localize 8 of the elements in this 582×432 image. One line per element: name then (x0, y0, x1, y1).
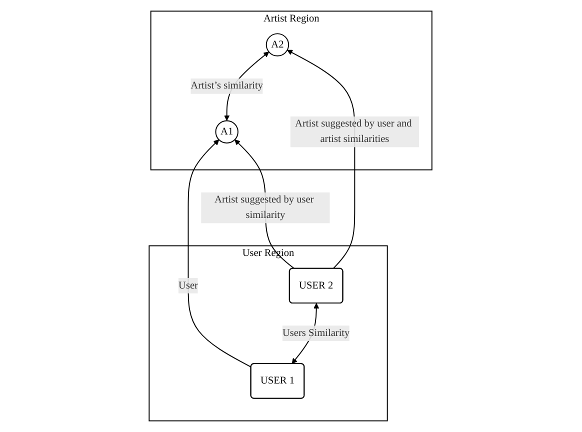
edge-label: Artist suggested by user similarity (215, 194, 314, 221)
edge-label: User (178, 280, 198, 291)
edge-label: Artist’s similarity (191, 80, 264, 92)
node-circle: A2 (266, 33, 290, 56)
arrow (188, 139, 252, 368)
edge-label: Artist suggested by user and artist similarities (296, 118, 412, 145)
edge-label: Users Similarity (282, 328, 350, 338)
node-circle: A1 (216, 120, 239, 144)
